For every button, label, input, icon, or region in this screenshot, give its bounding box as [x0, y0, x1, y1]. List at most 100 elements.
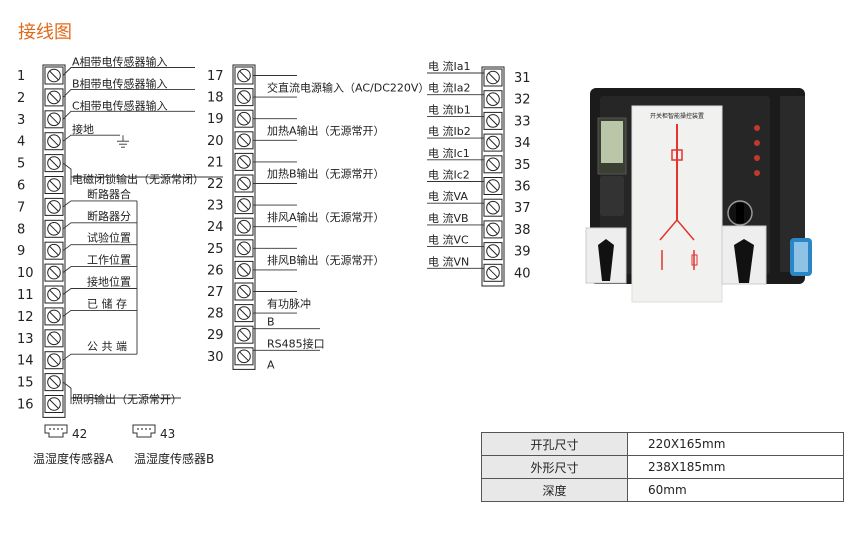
mimic-breaker — [671, 149, 683, 161]
terminal-number: 32 — [514, 93, 531, 108]
terminal-25 — [234, 239, 254, 258]
terminal-slash — [239, 221, 249, 232]
terminal-20 — [234, 131, 254, 150]
terminal-label: 加热A输出（无源常开） — [267, 124, 385, 138]
terminal-screw — [237, 68, 251, 83]
device-panel-title: 开关柜智能操控装置 — [650, 112, 704, 120]
connector-pin — [49, 428, 51, 430]
terminal-17 — [234, 66, 254, 85]
terminal-label: 电 流Ia2 — [428, 81, 470, 95]
terminal-37 — [483, 198, 503, 217]
terminal-slash — [488, 267, 498, 278]
spec-row: 深度 60mm — [481, 478, 844, 502]
wire-lead — [62, 309, 137, 317]
connector-pin — [57, 428, 59, 430]
terminal-screw — [47, 200, 61, 214]
terminal-number: 15 — [17, 376, 34, 391]
terminal-11 — [44, 285, 64, 304]
terminal-slash — [49, 399, 59, 409]
terminal-slash — [239, 113, 249, 124]
device-terminal-block-face — [794, 242, 808, 272]
terminal-label: A相带电传感器输入 — [72, 55, 168, 69]
terminal-slash — [49, 355, 59, 366]
terminal-35 — [483, 155, 503, 174]
terminal-number: 4 — [17, 135, 25, 150]
terminal-number: 21 — [207, 155, 224, 170]
terminal-number: 31 — [514, 71, 531, 86]
terminal-29 — [234, 325, 254, 344]
terminal-36 — [483, 177, 503, 195]
terminal-label: 接地 — [72, 123, 94, 136]
terminal-screw — [47, 397, 61, 411]
terminal-screw — [486, 179, 500, 193]
terminal-label: 电 流VA — [428, 189, 468, 203]
terminal-slash — [488, 202, 498, 213]
terminal-5 — [44, 154, 64, 173]
terminal-screw — [486, 266, 500, 280]
terminal-24 — [234, 217, 254, 236]
terminal-strip-left — [42, 64, 66, 418]
terminal-label: 电 流Ib1 — [428, 102, 471, 116]
terminal-screw — [237, 176, 251, 191]
terminal-slash — [239, 243, 249, 254]
terminal-number: 24 — [207, 220, 224, 235]
connector-label: 温湿度传感器B — [134, 451, 214, 466]
terminal-slash — [239, 92, 249, 102]
terminal-screw — [237, 349, 251, 364]
terminal-slash — [49, 289, 59, 300]
wire-lead — [62, 200, 137, 208]
terminal-slash — [239, 135, 249, 146]
terminal-screw — [47, 287, 61, 302]
terminal-number: 33 — [514, 114, 531, 129]
terminal-label: 排风B输出（无源常开） — [267, 253, 385, 267]
connector-pin — [53, 428, 55, 430]
connector-pin — [141, 428, 143, 430]
terminal-screw — [237, 133, 251, 148]
terminal-label: RS485接口 — [267, 337, 325, 350]
wire-lead — [62, 222, 137, 230]
terminal-number: 39 — [514, 245, 531, 260]
terminal-number: 3 — [17, 113, 25, 128]
terminal-strip-right — [481, 66, 505, 287]
terminal-number: 1 — [17, 69, 25, 84]
terminal-screw — [486, 92, 500, 106]
connector-pin — [149, 428, 151, 430]
terminal-label: 试验位置 — [87, 231, 131, 245]
terminal-number: 6 — [17, 179, 25, 194]
terminal-23 — [234, 196, 254, 215]
terminal-label: 加热B输出（无源常开） — [267, 167, 385, 181]
terminal-number: 28 — [207, 307, 224, 322]
device-led — [754, 125, 760, 131]
spec-key: 开孔尺寸 — [481, 432, 628, 456]
connector-pin — [61, 428, 63, 430]
terminal-19 — [234, 109, 254, 128]
terminal-slash — [49, 202, 59, 212]
page-title: 接线图 — [18, 22, 72, 43]
terminal-30 — [234, 347, 254, 366]
terminal-number: 26 — [207, 263, 224, 278]
terminal-screw — [237, 155, 251, 169]
terminal-number: 29 — [207, 328, 224, 343]
wire-lead — [62, 134, 120, 142]
terminal-12 — [44, 307, 64, 326]
terminal-screw — [486, 244, 500, 258]
device-led — [754, 140, 760, 146]
connector-icon — [44, 424, 68, 438]
terminal-label: A — [267, 358, 275, 371]
terminal-number: 16 — [17, 398, 34, 413]
terminal-15 — [44, 373, 64, 392]
terminal-label: 电 流Ib2 — [428, 124, 471, 138]
terminal-screw — [237, 111, 251, 126]
terminal-label: C相带电传感器输入 — [72, 98, 168, 112]
terminal-number: 34 — [514, 136, 531, 151]
terminal-slash — [488, 181, 498, 191]
terminal-label: 照明输出（无源常开） — [72, 392, 182, 406]
terminal-screw — [47, 265, 61, 280]
terminal-screw — [237, 284, 251, 299]
terminal-screw — [47, 112, 61, 127]
terminal-slash — [239, 308, 249, 318]
terminal-screw — [237, 327, 251, 342]
terminal-screw — [486, 222, 500, 237]
device-image: 开关柜智能操控装置 — [585, 88, 812, 303]
terminal-number: 20 — [207, 134, 224, 149]
